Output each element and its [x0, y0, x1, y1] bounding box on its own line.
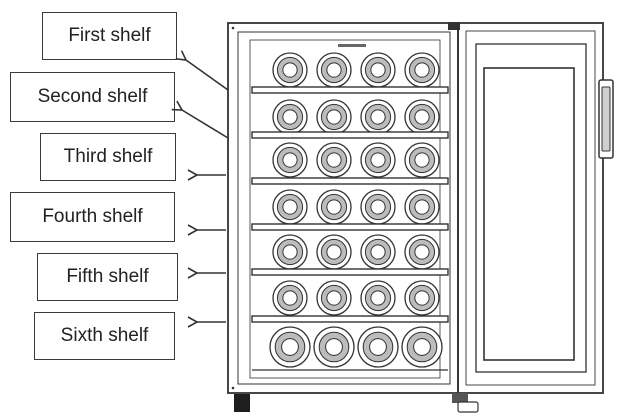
door-inner-frame: [465, 30, 596, 386]
bottle-row: [272, 99, 440, 135]
bottle-end: [360, 52, 396, 88]
bottle-row: [272, 142, 440, 178]
bottle-end: [316, 280, 352, 316]
bottle-row: [269, 326, 443, 368]
shelf-label-first: First shelf: [42, 12, 177, 60]
bottle-row: [272, 52, 440, 88]
hinge-bottom: [452, 393, 468, 403]
bottle-neck: [326, 244, 342, 260]
bottle-neck: [282, 62, 298, 78]
bottle-neck: [370, 109, 386, 125]
bottle-end: [316, 142, 352, 178]
shelf-rail: [251, 86, 449, 94]
arrow-first: [175, 50, 229, 91]
bottle-end: [269, 326, 311, 368]
bottle-end: [404, 99, 440, 135]
corner-screw-top: [231, 26, 235, 30]
shelf-label-third: Third shelf: [40, 133, 176, 181]
corner-screw-bottom: [231, 386, 235, 390]
shelf-label-sixth: Sixth shelf: [34, 312, 175, 360]
bottle-end: [357, 326, 399, 368]
door-hinge-top: [448, 22, 460, 30]
shelf-rail: [251, 315, 449, 323]
cabinet-feet: [234, 393, 479, 413]
shelves-group: [251, 52, 449, 371]
bottle-end: [272, 52, 308, 88]
bottle-neck: [370, 152, 386, 168]
bottle-end: [316, 52, 352, 88]
pointer-arrows: [171, 50, 229, 328]
cabinet-inner: [237, 31, 451, 385]
bottle-row: [272, 189, 440, 225]
shelf-label-second: Second shelf: [10, 72, 175, 122]
bottle-end: [404, 189, 440, 225]
door-glass-inner: [483, 67, 575, 361]
bottle-neck: [370, 290, 386, 306]
bottle-end: [404, 280, 440, 316]
bottle-end: [316, 234, 352, 270]
bottle-neck: [414, 109, 430, 125]
bottle-end: [401, 326, 443, 368]
bottle-neck: [414, 62, 430, 78]
bottle-end: [272, 99, 308, 135]
bottle-neck: [414, 199, 430, 215]
shelf-label-fourth: Fourth shelf: [10, 192, 175, 242]
bottle-neck: [369, 338, 387, 356]
interior-liner: [249, 39, 441, 379]
bottle-end: [272, 189, 308, 225]
shelf-rail: [251, 131, 449, 139]
bottle-end: [316, 99, 352, 135]
bottle-end: [360, 99, 396, 135]
shelf-rail: [251, 177, 449, 185]
shelf-rail: [251, 223, 449, 231]
foot-right: [457, 401, 479, 413]
bottle-end: [360, 280, 396, 316]
bottle-neck: [326, 152, 342, 168]
bottle-row: [272, 280, 440, 316]
bottle-neck: [282, 290, 298, 306]
bottle-row: [272, 234, 440, 270]
bottle-end: [272, 142, 308, 178]
bottle-neck: [326, 62, 342, 78]
bottle-neck: [414, 244, 430, 260]
bottle-neck: [326, 290, 342, 306]
bottle-neck: [282, 244, 298, 260]
cabinet: [227, 22, 459, 394]
bottle-end: [272, 280, 308, 316]
door-glass-outer: [475, 43, 587, 373]
shelf-label-fifth: Fifth shelf: [37, 253, 178, 301]
bottle-neck: [414, 152, 430, 168]
bottle-neck: [326, 199, 342, 215]
bottle-neck: [325, 338, 343, 356]
bottle-end: [360, 189, 396, 225]
bottle-end: [404, 142, 440, 178]
bottle-neck: [370, 199, 386, 215]
bottle-neck: [282, 199, 298, 215]
bottle-end: [272, 234, 308, 270]
top-vent: [338, 44, 366, 47]
bottle-end: [316, 189, 352, 225]
bottle-neck: [370, 62, 386, 78]
bottle-end: [404, 234, 440, 270]
bottle-end: [360, 234, 396, 270]
arrow-second: [171, 100, 229, 139]
door-frame: [457, 22, 604, 394]
glass-door: [448, 22, 614, 394]
bottle-end: [313, 326, 355, 368]
bottle-end: [404, 52, 440, 88]
bottle-neck: [413, 338, 431, 356]
shelf-rail: [251, 268, 449, 276]
bottle-neck: [282, 152, 298, 168]
bottle-neck: [370, 244, 386, 260]
foot-left: [234, 394, 250, 412]
bottle-neck: [282, 109, 298, 125]
bottle-end: [360, 142, 396, 178]
bottle-neck: [414, 290, 430, 306]
bottle-neck: [326, 109, 342, 125]
door-handle-grip: [601, 86, 611, 152]
bottle-neck: [281, 338, 299, 356]
